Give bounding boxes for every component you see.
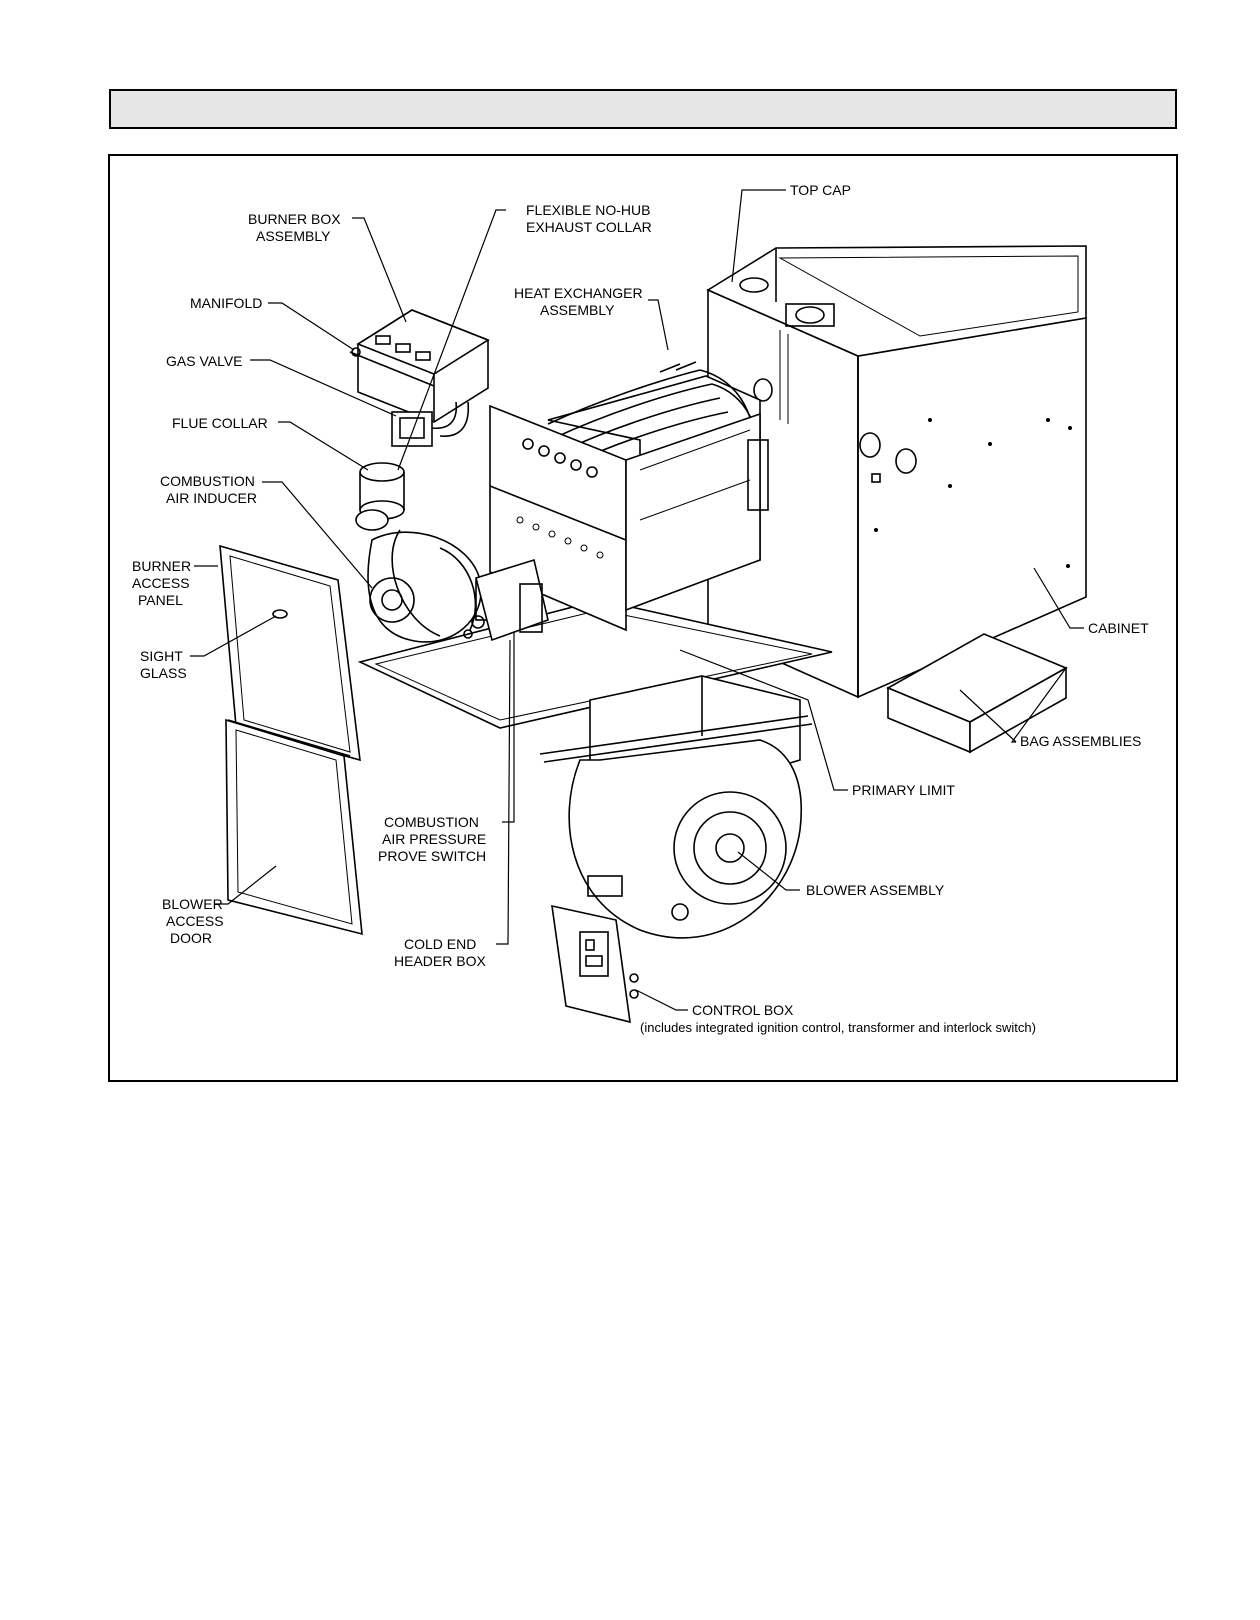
label-burner-access-panel-2: ACCESS (132, 575, 190, 591)
label-pressure-switch-1: COMBUSTION (384, 814, 479, 830)
burner-ports (516, 438, 604, 559)
label-gas-valve: GAS VALVE (166, 353, 243, 369)
label-manifold: MANIFOLD (190, 295, 262, 311)
label-flue-collar: FLUE COLLAR (172, 415, 268, 431)
label-flexible-exhaust-collar-2: EXHAUST COLLAR (526, 219, 652, 235)
cabinet-part (611, 245, 1087, 699)
label-blower-access-door-3: DOOR (170, 930, 212, 946)
label-pressure-switch-3: PROVE SWITCH (378, 848, 486, 864)
label-sight-glass-1: SIGHT (140, 648, 183, 664)
label-blower-access-door-2: ACCESS (166, 913, 224, 929)
label-control-box-2: (includes integrated ignition control, t… (640, 1020, 1036, 1035)
label-bag-assemblies: BAG ASSEMBLIES (1020, 733, 1141, 749)
combustion-air-inducer-part (355, 462, 509, 643)
bag-assemblies-part (886, 633, 1068, 754)
label-cabinet: CABINET (1088, 620, 1149, 636)
label-blower-assembly: BLOWER ASSEMBLY (806, 882, 945, 898)
label-primary-limit: PRIMARY LIMIT (852, 782, 955, 798)
burner-access-panel-part (219, 544, 361, 762)
burner-box-assembly-part (349, 309, 490, 423)
label-top-cap: TOP CAP (790, 182, 851, 198)
figure-title-bar (109, 89, 1177, 129)
label-control-box-1: CONTROL BOX (692, 1002, 794, 1018)
cold-end-header-box-part (463, 558, 549, 642)
label-flexible-exhaust-collar-1: FLEXIBLE NO-HUB (526, 202, 650, 218)
part-labels: BURNER BOX ASSEMBLY FLEXIBLE NO-HUB EXHA… (132, 182, 1149, 1035)
gas-valve-part (391, 401, 470, 447)
blower-access-door-part (225, 718, 363, 936)
label-burner-box-assembly-1: BURNER BOX (248, 211, 341, 227)
label-burner-access-panel-1: BURNER (132, 558, 191, 574)
label-combustion-air-inducer-2: AIR INDUCER (166, 490, 257, 506)
label-burner-access-panel-3: PANEL (138, 592, 183, 608)
label-combustion-air-inducer-1: COMBUSTION (160, 473, 255, 489)
label-heat-exchanger-assembly-1: HEAT EXCHANGER (514, 285, 643, 301)
label-heat-exchanger-assembly-2: ASSEMBLY (540, 302, 615, 318)
label-pressure-switch-2: AIR PRESSURE (382, 831, 486, 847)
heat-exchanger-assembly-part (489, 361, 769, 632)
label-burner-box-assembly-2: ASSEMBLY (256, 228, 331, 244)
label-cold-end-header-box-1: COLD END (404, 936, 476, 952)
label-cold-end-header-box-2: HEADER BOX (394, 953, 486, 969)
control-box-part (551, 904, 639, 1024)
leader-lines (190, 189, 1084, 1011)
label-blower-access-door-1: BLOWER (162, 896, 223, 912)
blower-assembly-part (539, 675, 813, 939)
label-sight-glass-2: GLASS (140, 665, 187, 681)
